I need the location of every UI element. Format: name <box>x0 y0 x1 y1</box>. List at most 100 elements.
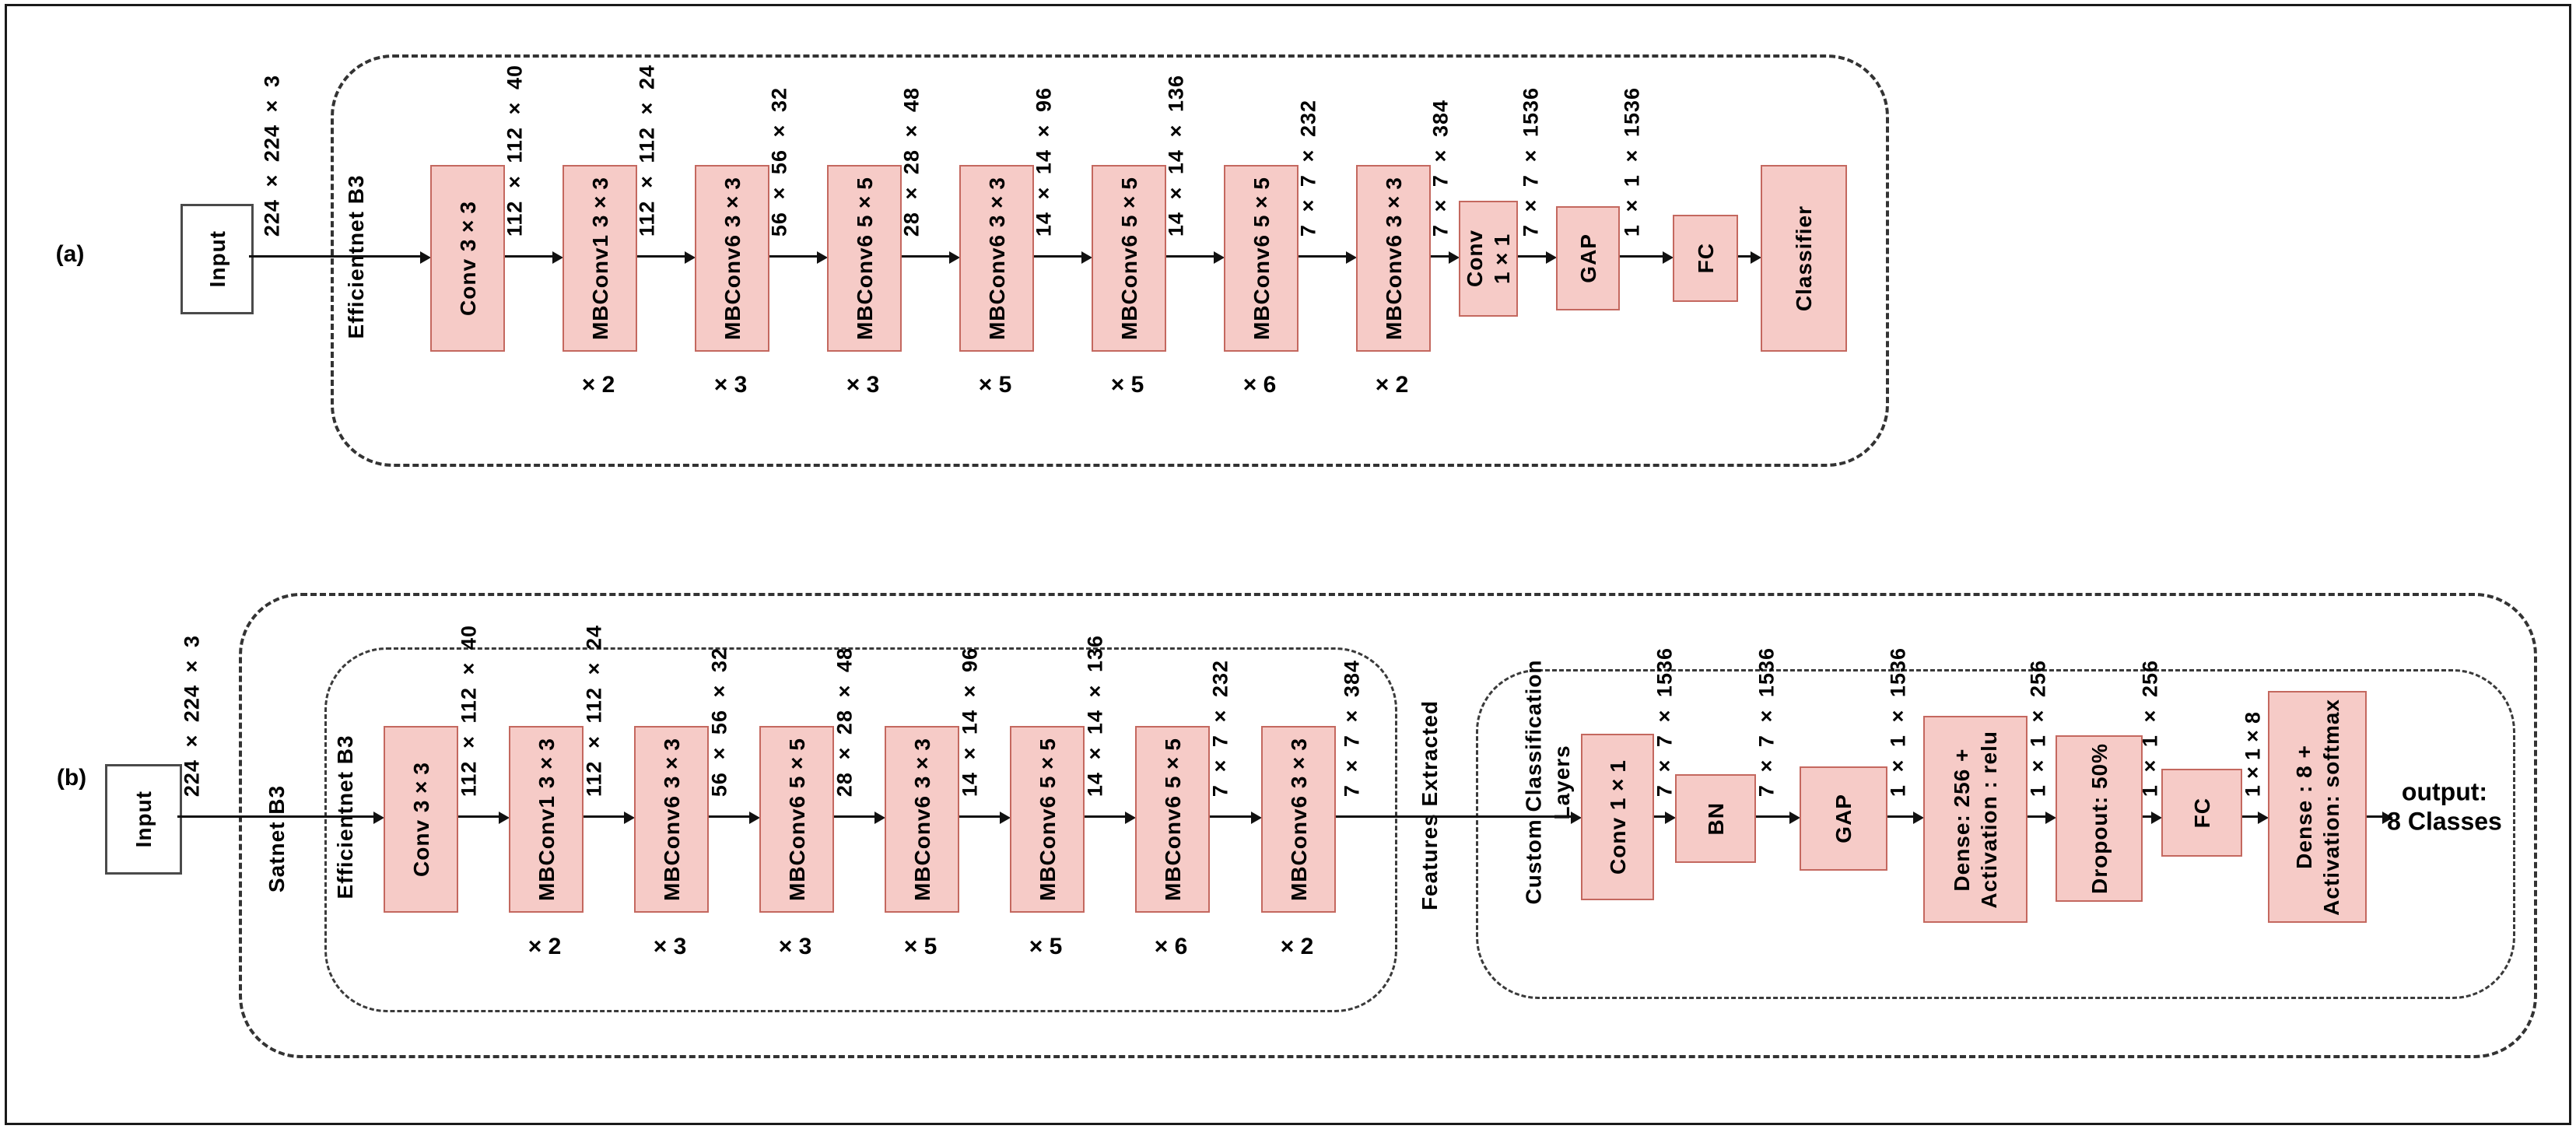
block-mbconv6-3x3-a-3: MBConv6 3×3 <box>1356 165 1431 352</box>
figure-border <box>5 4 2571 1125</box>
dim-label: 1 × 1 × 1536 <box>1886 647 1910 797</box>
dim-label: 7 × 7 × 1536 <box>1652 647 1677 797</box>
block-conv1x1-b: Conv 1×1 <box>1581 734 1654 900</box>
dim-label: 14 × 14 × 96 <box>1032 86 1056 237</box>
dim-label: 56 × 56 × 32 <box>767 86 791 237</box>
arrow <box>1295 255 1346 258</box>
block-label: Conv 1×1 <box>1605 759 1630 875</box>
arrow <box>634 255 685 258</box>
arrow <box>249 255 420 258</box>
features-extracted-label: Features Extracted <box>1417 699 1442 911</box>
block-mbconv6-3x3-a-1: MBConv6 3×3 <box>695 165 769 352</box>
dim-label: 56 × 56 × 32 <box>707 647 731 797</box>
custom-head-container-b <box>1476 669 2515 999</box>
block-mbconv6-5x5-b-3: MBConv6 5×5 <box>1135 726 1210 913</box>
block-conv3x3-a: Conv 3×3 <box>430 165 505 352</box>
block-mbconv6-3x3-b-3: MBConv6 3×3 <box>1261 726 1336 913</box>
block-label: MBConv6 3×3 <box>659 737 684 902</box>
repeat-label: × 5 <box>903 934 938 959</box>
dim-label: 1 × 1 × 256 <box>2026 659 2050 797</box>
dim-label: 7 × 7 × 1536 <box>1519 86 1543 237</box>
block-dense8-softmax-b: Dense : 8 + Activation: softmax <box>2268 691 2367 923</box>
block-label: MBConv6 5×5 <box>1035 737 1060 902</box>
block-mbconv6-3x3-b-1: MBConv6 3×3 <box>634 726 709 913</box>
dim-label: 1 × 1 × 1536 <box>1620 86 1644 237</box>
dim-label: 112 × 112 × 40 <box>503 64 527 237</box>
container-label-custom-head: Custom Classification Layers <box>1521 659 1574 905</box>
repeat-label: × 3 <box>846 372 880 398</box>
arrow <box>177 815 373 818</box>
arrow <box>1163 255 1214 258</box>
arrow <box>1651 815 1665 818</box>
dim-label: 1 × 1 × 256 <box>2138 659 2162 797</box>
repeat-label: × 2 <box>581 372 615 398</box>
block-classifier-a: Classifier <box>1761 165 1847 352</box>
arrow <box>580 815 624 818</box>
input-label-b: Input <box>131 791 156 848</box>
block-mbconv6-5x5-a-3: MBConv6 5×5 <box>1224 165 1299 352</box>
block-label: MBConv6 3×3 <box>1381 176 1406 341</box>
repeat-label: × 6 <box>1154 934 1188 959</box>
repeat-label: × 5 <box>1110 372 1144 398</box>
repeat-label: × 2 <box>1280 934 1314 959</box>
arrow <box>1207 815 1251 818</box>
panel-a-label: (a) <box>55 241 85 267</box>
repeat-label: × 5 <box>978 372 1012 398</box>
arrow <box>1333 815 1571 818</box>
arrow <box>1081 815 1125 818</box>
block-label: Conv 3×3 <box>408 762 433 877</box>
container-label-satnet-b: Satnet B3 <box>264 784 289 893</box>
block-label: BN <box>1703 801 1728 836</box>
repeat-label: × 3 <box>653 934 687 959</box>
repeat-label: × 2 <box>527 934 562 959</box>
arrow <box>455 815 499 818</box>
arrow <box>956 815 1000 818</box>
repeat-label: × 6 <box>1242 372 1277 398</box>
repeat-label: × 3 <box>778 934 812 959</box>
arrow <box>706 815 749 818</box>
block-label: FC <box>1693 243 1718 274</box>
block-label: MBConv6 5×5 <box>1249 176 1274 341</box>
input-box-a: Input <box>180 204 254 314</box>
block-label: MBConv1 3×3 <box>587 176 612 341</box>
input-label-a: Input <box>205 230 230 288</box>
arrow <box>2140 815 2151 818</box>
arrow <box>1884 815 1913 818</box>
block-mbconv1-3x3-a: MBConv1 3×3 <box>563 165 637 352</box>
block-gap-a: GAP <box>1556 206 1620 310</box>
dim-label: 7 × 7 × 232 <box>1296 99 1320 237</box>
block-label: Dropout: 50% <box>2087 743 2112 894</box>
arrow <box>1031 255 1081 258</box>
block-label: MBConv6 3×3 <box>720 176 745 341</box>
dim-label: 7 × 7 × 384 <box>1340 659 1364 797</box>
block-label: MBConv6 5×5 <box>852 176 877 341</box>
block-gap-b: GAP <box>1800 766 1887 871</box>
block-label: MBConv6 3×3 <box>1286 737 1311 902</box>
dim-label: 1×1×8 <box>2241 710 2265 797</box>
arrow <box>1735 255 1751 258</box>
satnet-container-b <box>239 593 2537 1058</box>
block-dense256-relu-b: Dense: 256 + Activation : relu <box>1923 716 2028 923</box>
efficientnet-container-a <box>331 54 1889 467</box>
block-conv1x1-a: Conv 1×1 <box>1459 201 1518 317</box>
dim-label: 7 × 7 × 1536 <box>1754 647 1779 797</box>
dim-label: 7 × 7 × 384 <box>1428 99 1453 237</box>
arrow <box>2239 815 2258 818</box>
dim-label: 7 × 7 × 232 <box>1208 659 1232 797</box>
arrow <box>831 815 874 818</box>
input-box-b: Input <box>105 764 182 875</box>
dim-label-input-b: 224 × 224 × 3 <box>180 634 204 797</box>
block-dropout-b: Dropout: 50% <box>2056 735 2143 902</box>
arrow <box>1753 815 1789 818</box>
efficientnet-container-b <box>324 647 1397 1012</box>
arrow <box>2024 815 2045 818</box>
arrow <box>766 255 817 258</box>
dim-label: 14 × 14 × 136 <box>1164 74 1188 237</box>
block-fc-a: FC <box>1673 215 1738 302</box>
block-label: MBConv6 5×5 <box>1160 737 1185 902</box>
block-label: Conv 1×1 <box>1463 230 1514 288</box>
arrow <box>899 255 949 258</box>
block-label: Classifier <box>1792 205 1816 312</box>
block-label: GAP <box>1831 794 1856 843</box>
